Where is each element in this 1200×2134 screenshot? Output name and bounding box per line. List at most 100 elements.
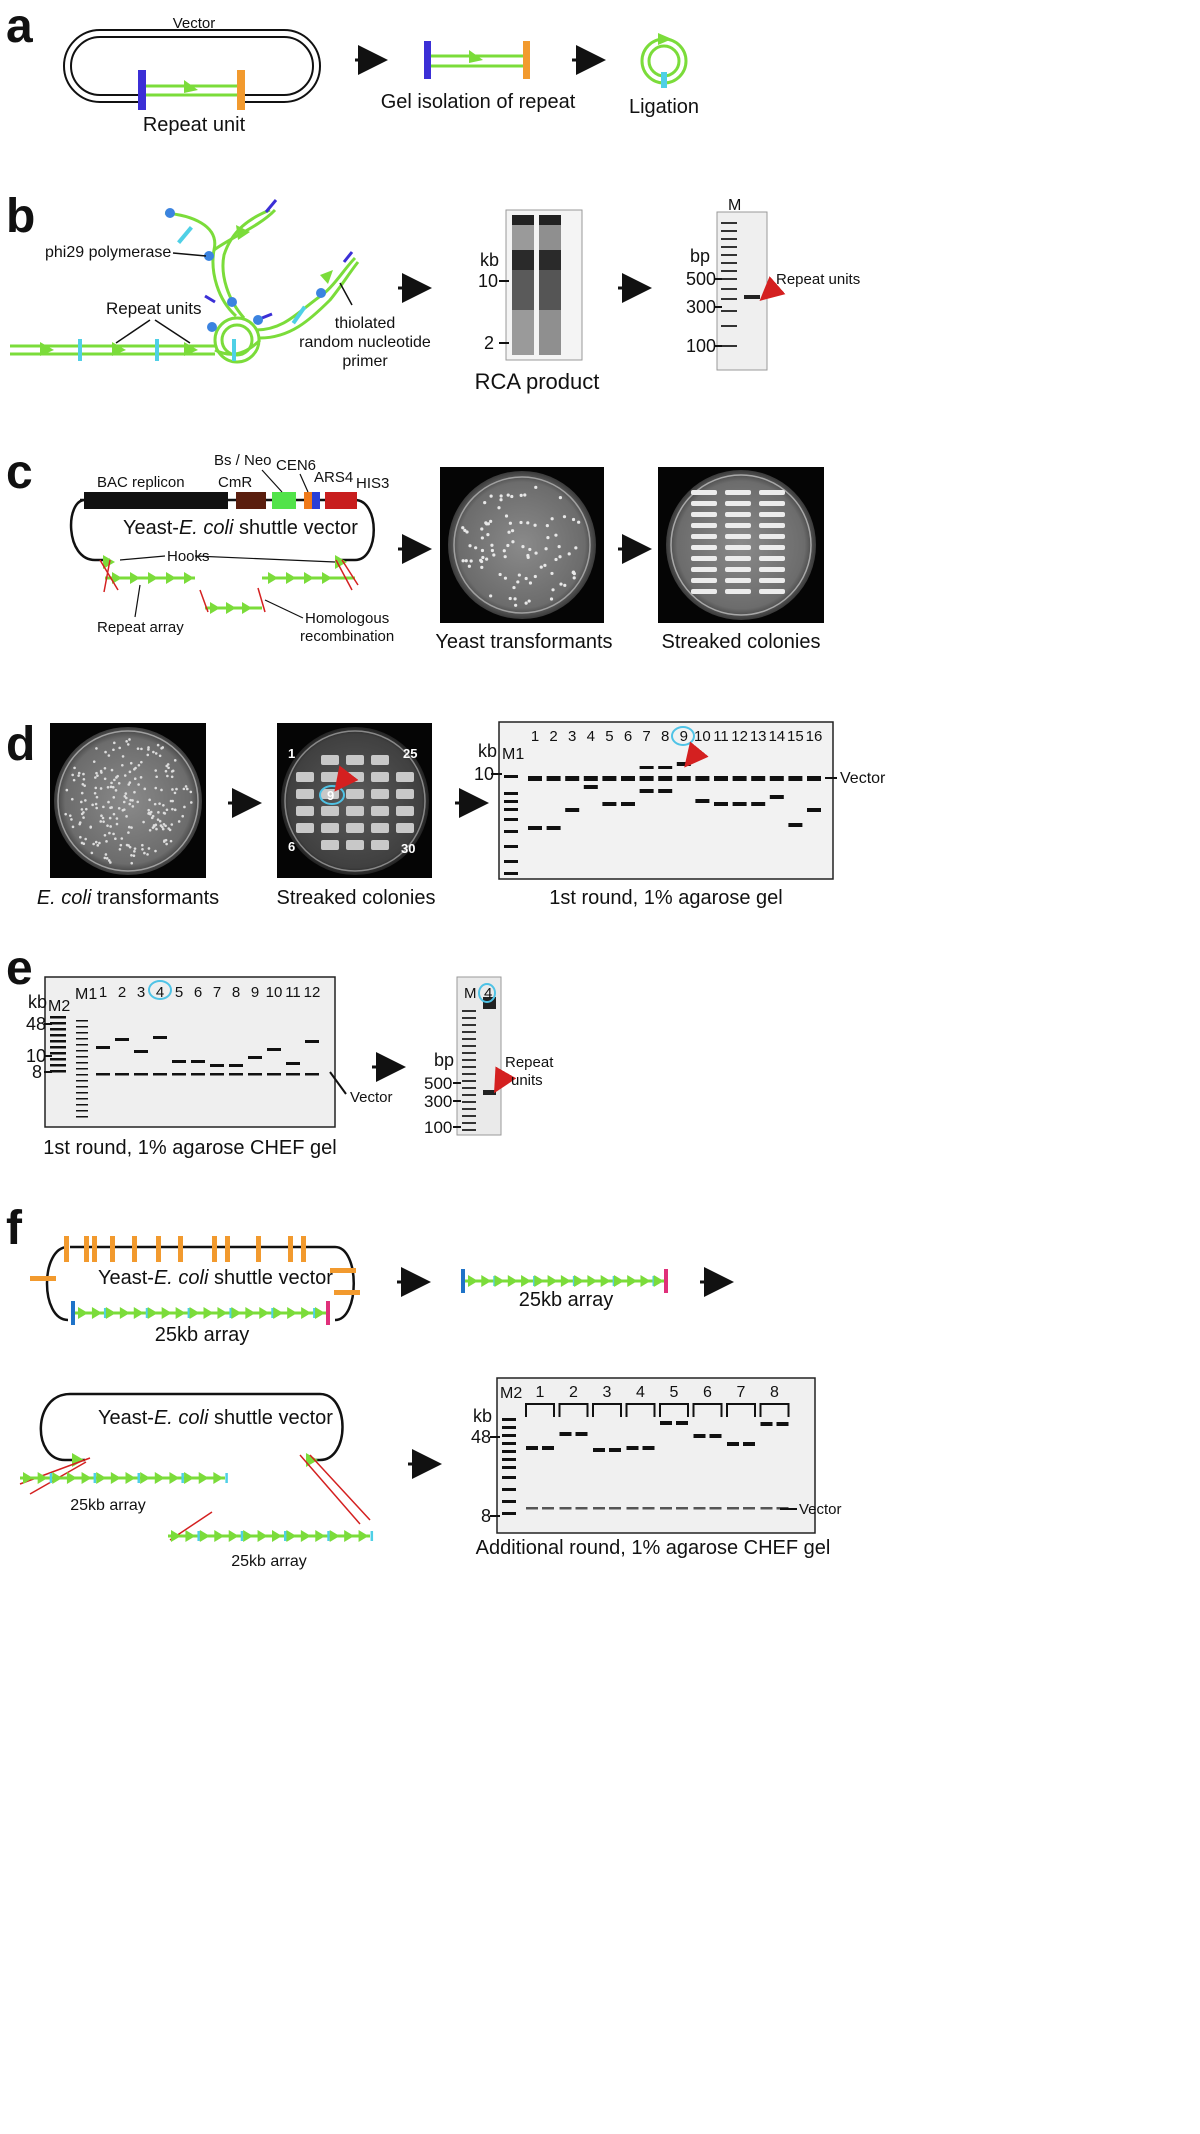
array-label-3: 25kb array [70,1497,146,1514]
colony-dot [177,820,181,823]
repeat-arrow-icon [315,1307,326,1319]
vector-band [602,776,617,781]
colony-dot [526,521,530,525]
colony-dot [545,524,549,528]
colony-dot [508,596,512,601]
insert-band [676,1421,688,1425]
repeat-arrow-icon [81,1472,92,1484]
streaked-caption-c: Streaked colonies [662,631,821,653]
colony-dot [154,849,157,853]
small-gel-unit: bp [434,1050,454,1070]
lane-label: 2 [118,984,126,1001]
highlight-circle-icon [148,980,172,1000]
ladder-band [50,1070,66,1073]
repeat-arrow-icon [169,1472,180,1484]
colony-dot [534,485,538,489]
colony-dot [125,796,128,800]
colony-dot [516,580,520,584]
ligation-label: Ligation [629,96,699,118]
colony-dot [148,829,152,832]
streak [321,755,339,765]
colony-dot [136,747,140,750]
colony-dot [107,754,111,757]
ladder-band [76,1026,88,1028]
streak [321,772,339,782]
colony-dot [72,778,76,782]
cen6-block [304,492,312,509]
colony-dot [504,514,509,518]
red-arrow-icon [684,741,709,768]
colony-dot [524,576,528,581]
colony-dot [171,788,174,791]
cmr-block [236,492,266,509]
ladder-band [50,1022,66,1025]
colony-dot [489,494,493,498]
colony-dot [95,771,98,775]
streak [321,823,339,833]
ladder-band [76,1086,88,1088]
colony-dot [92,760,96,764]
repeat-arrow-icon [185,1530,196,1542]
insert-band [565,808,580,812]
colony-dot [526,553,530,558]
vector-band [583,776,598,781]
streak [296,789,314,799]
colony-dot [480,527,484,531]
colony-dot [110,781,113,785]
ladder-band [50,1016,66,1019]
repeat-arrow-icon [534,1275,545,1287]
insert-band [172,1060,186,1063]
lane-label: 2 [549,728,557,745]
lane-label: 9 [251,984,259,1001]
insert-band [642,1446,655,1450]
colony-dot [182,787,186,791]
vector-band [788,776,803,781]
array-end-site [461,1269,465,1293]
colony-dot [523,493,527,497]
repeat-unit-label: Repeat unit [143,114,246,136]
colony-dot [146,753,150,757]
lane-label: 10 [694,728,711,745]
colony-dot [184,785,188,788]
lane-bracket [625,1403,656,1417]
colony-dot [133,777,137,781]
repeat-arrow-icon [627,1275,638,1287]
streak [725,556,751,561]
rca-gel [505,209,583,361]
colony-dot [81,782,85,786]
colony-dot [499,498,503,502]
array-label-2: 25kb array [519,1289,614,1311]
repeat-arrow-icon [521,1275,532,1287]
ladder-band [504,818,518,821]
insert-band [583,785,598,789]
primer-label-1: thiolated [335,315,396,332]
ladder-band [504,860,518,863]
streaked-caption-d: Streaked colonies [277,887,436,909]
small-gel-lane: 4 [484,985,492,1002]
small-gel-annotation-1: Repeat [505,1054,554,1071]
ladder-band [504,792,518,795]
colony-dot [558,495,563,500]
ladder-band [462,1031,476,1033]
colony-dot [507,530,511,534]
repeat-array-left [99,559,195,593]
vector-band [153,1073,167,1076]
ladder-band [504,845,518,848]
highlight-circle-icon [671,726,695,746]
colony-dot [110,768,114,772]
shuttle-vector-f-label-2: Yeast-E. coli shuttle vector [98,1407,333,1429]
colony-dot [130,861,134,865]
shuttle-vector-f-top [45,1245,355,1322]
gel-e-vector-label: Vector [350,1089,393,1106]
colony-dot [506,493,510,497]
colony-dot [168,828,172,832]
colony-dot [73,766,76,770]
colony-dot [112,748,115,752]
rca-gel-tick-10: 10 [478,271,498,291]
colony-dot [162,822,166,826]
streak [396,806,414,816]
colony-dot [160,788,163,792]
gel-d-caption: 1st round, 1% agarose gel [549,887,783,909]
rca-gel-unit: kb [480,250,499,270]
repeat-arrow-icon [161,1307,172,1319]
